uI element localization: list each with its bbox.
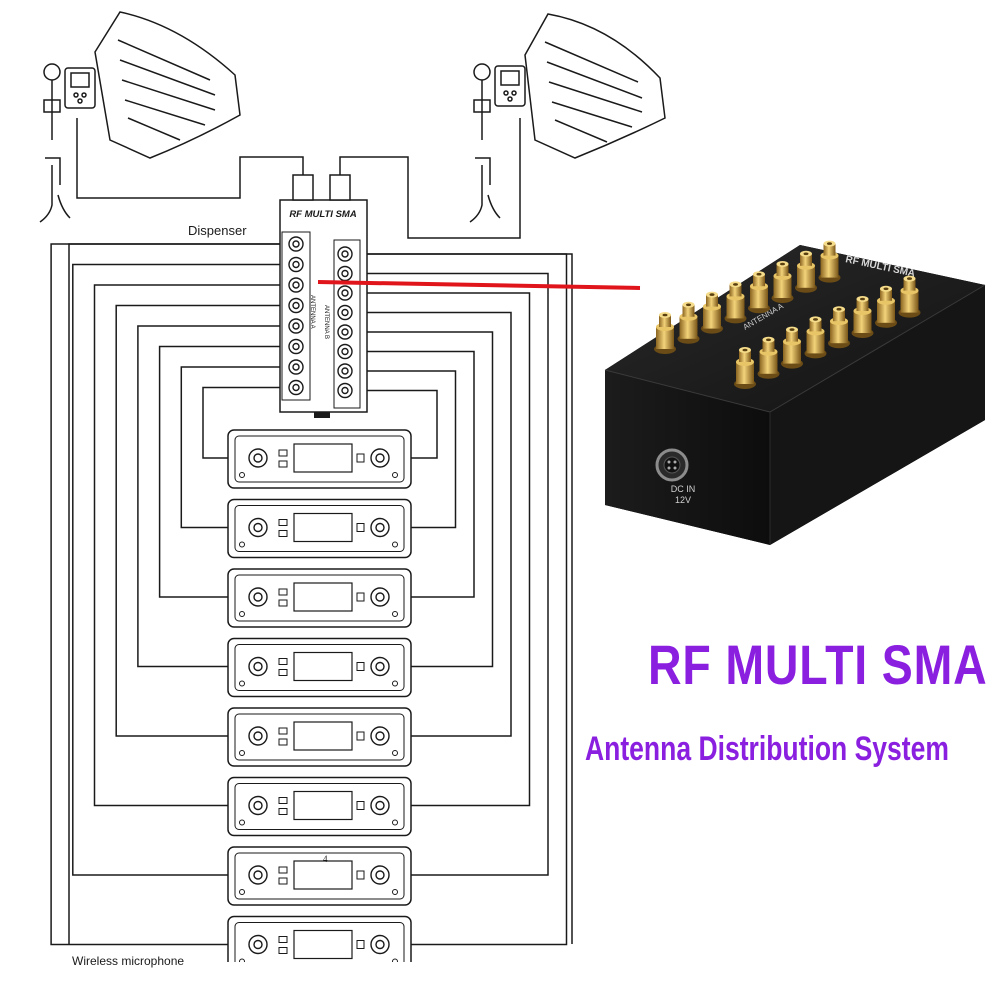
receiver-unit [227,915,412,976]
sma-connector [828,306,850,349]
antenna-a-label: ANTENNA A [309,295,315,329]
port-left [288,338,304,355]
sma-connector [795,250,817,293]
antenna-right [469,13,666,223]
receiver-unit [227,429,412,489]
antenna-left [39,11,241,223]
dc-in-label: DC IN [671,484,696,494]
sma-connector [677,301,700,344]
port-right [337,343,353,360]
port-left [288,256,304,273]
sma-connector [804,316,827,359]
pointer-line [317,280,641,290]
port-right [337,363,353,379]
port-right [337,382,353,399]
sma-connector [818,240,841,283]
distributor-ports-left [288,236,304,396]
sma-connector [898,275,921,318]
port-left [288,297,304,314]
port-left [288,277,304,293]
receiver-stack [227,429,412,976]
product-photo: RF MULTI SMA ANTENNA A DC IN 12V [604,240,986,545]
dispenser-label: Dispenser [188,223,247,238]
distributor-ports-right [337,246,353,399]
port-left [288,379,304,396]
port-left [288,359,304,375]
distributor-label: RF MULTI SMA [289,209,357,220]
sma-connector [757,336,780,379]
dc-voltage-label: 12V [675,495,691,505]
sma-connector [748,271,770,314]
sma-connector [701,291,723,334]
headline-title: RF MULTI SMA [648,633,988,696]
sma-connector [781,326,803,369]
antenna-b-label: ANTENNA B [323,305,329,339]
receiver-unit [227,707,412,767]
port-right [337,304,353,321]
right-wiring [352,253,573,946]
receiver-unit [227,498,412,559]
sma-connector [734,347,756,389]
port-right [337,324,353,340]
port-right [337,246,353,262]
microphone-label: Wireless microphone [72,954,184,968]
receiver-unit [227,776,412,837]
distributor-box: RF MULTI SMA ANTENNA A ANTENNA B [279,174,368,418]
receiver-unit [227,637,412,698]
left-wiring [50,243,289,946]
sma-connector [654,312,676,354]
sma-connector [724,281,747,324]
receiver-unit [227,568,412,628]
headline-subtitle: Antenna Distribution System [585,730,949,768]
sma-connector [851,296,874,338]
sma-connectors [654,240,921,389]
port-left [288,318,304,334]
port-right [337,265,353,282]
port-right [337,285,353,301]
receiver-unit [227,846,412,906]
receiver-number: 4 [323,854,328,864]
port-left [288,236,304,252]
antenna-feed-wires [76,118,521,239]
sma-connector [771,261,794,303]
sma-connector [875,285,897,328]
